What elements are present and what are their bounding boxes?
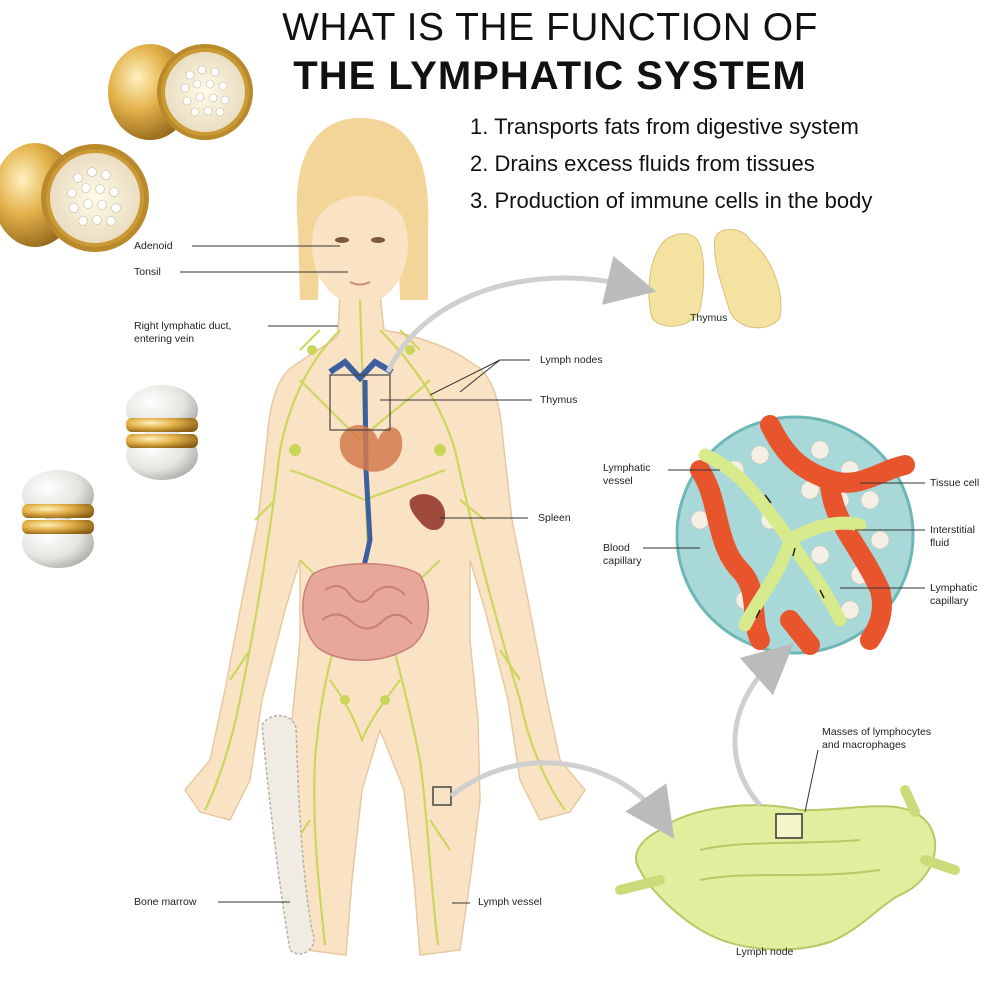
pearl-earring-bottom (22, 470, 94, 568)
label-thymus-body: Thymus (540, 394, 578, 406)
label-blood-capillary-2: capillary (603, 555, 642, 567)
function-item-1: 1. Transports fats from digestive system (470, 114, 859, 139)
label-right-duct-2: entering vein (134, 333, 195, 345)
label-spleen: Spleen (538, 512, 571, 524)
label-lymphatic-vessel-1: Lymphatic (603, 462, 651, 474)
function-item-3: 3. Production of immune cells in the bod… (470, 188, 873, 213)
label-adenoid: Adenoid (134, 240, 173, 252)
human-body (184, 118, 586, 956)
pearl-earring-top (126, 385, 198, 480)
flow-arrows (385, 256, 794, 839)
lymph-node-detail (615, 785, 960, 951)
label-lymph-nodes: Lymph nodes (540, 354, 603, 366)
label-thymus-detail: Thymus (690, 312, 728, 324)
label-tonsil: Tonsil (134, 266, 161, 278)
function-item-2: 2. Drains excess fluids from tissues (470, 151, 815, 176)
label-interstitial-1: Interstitial (930, 524, 975, 536)
label-tissue-cell: Tissue cell (930, 477, 980, 489)
label-lymph-vessel: Lymph vessel (478, 896, 542, 908)
label-lymphatic-capillary-2: capillary (930, 595, 969, 607)
title-line-2: THE LYMPHATIC SYSTEM (293, 54, 807, 98)
label-masses-2: and macrophages (822, 739, 907, 751)
label-masses-1: Masses of lymphocytes (822, 726, 932, 738)
tissue-zoom-circle (675, 415, 915, 655)
title-line-1: WHAT IS THE FUNCTION OF (282, 6, 818, 49)
label-bone-marrow: Bone marrow (134, 896, 197, 908)
leader-lines (180, 245, 925, 904)
label-blood-capillary-1: Blood (603, 542, 630, 554)
label-interstitial-2: fluid (930, 537, 950, 549)
label-lymph-node: Lymph node (736, 946, 794, 958)
gold-earring-top (108, 44, 253, 140)
gold-earring-bottom (0, 143, 149, 252)
label-lymphatic-vessel-2: vessel (603, 475, 633, 487)
label-right-duct-1: Right lymphatic duct, (134, 320, 232, 332)
label-lymphatic-capillary-1: Lymphatic (930, 582, 978, 594)
